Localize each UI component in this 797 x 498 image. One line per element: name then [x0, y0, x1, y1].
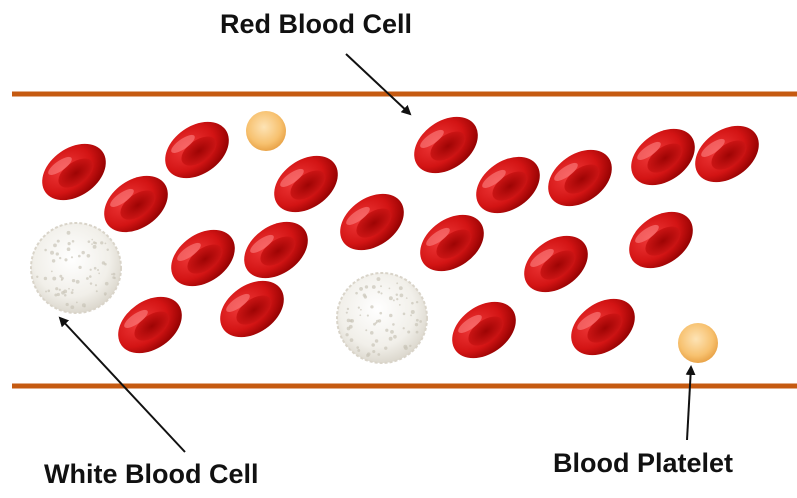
arrow-to-blood-platelet	[687, 367, 691, 440]
red-blood-cell	[94, 164, 179, 243]
arrow-to-red-blood-cell	[346, 54, 410, 114]
red-blood-cell	[619, 200, 704, 279]
red-blood-cell	[442, 290, 527, 369]
white-blood-cell-1	[31, 223, 121, 313]
white-blood-cell-2	[337, 273, 427, 363]
blood-platelet-1	[246, 111, 286, 151]
label-red-blood-cell: Red Blood Cell	[220, 11, 412, 38]
red-blood-cell	[161, 218, 246, 297]
blood-platelet-2	[678, 323, 718, 363]
red-blood-cell	[108, 285, 193, 364]
red-blood-cell	[330, 182, 415, 261]
label-white-blood-cell: White Blood Cell	[44, 461, 258, 488]
red-blood-cell	[410, 203, 495, 282]
red-blood-cell	[155, 110, 240, 189]
red-blood-cell	[685, 114, 770, 193]
red-blood-cell	[621, 117, 706, 196]
red-blood-cell	[234, 210, 319, 289]
red-blood-cell	[32, 132, 117, 211]
red-blood-cell	[561, 287, 646, 366]
red-blood-cell	[538, 138, 623, 217]
red-blood-cell	[514, 224, 599, 303]
red-blood-cell	[210, 269, 295, 348]
red-blood-cell	[466, 145, 551, 224]
red-blood-cell	[264, 144, 349, 223]
red-blood-cell	[404, 105, 489, 184]
label-blood-platelet: Blood Platelet	[553, 450, 733, 477]
